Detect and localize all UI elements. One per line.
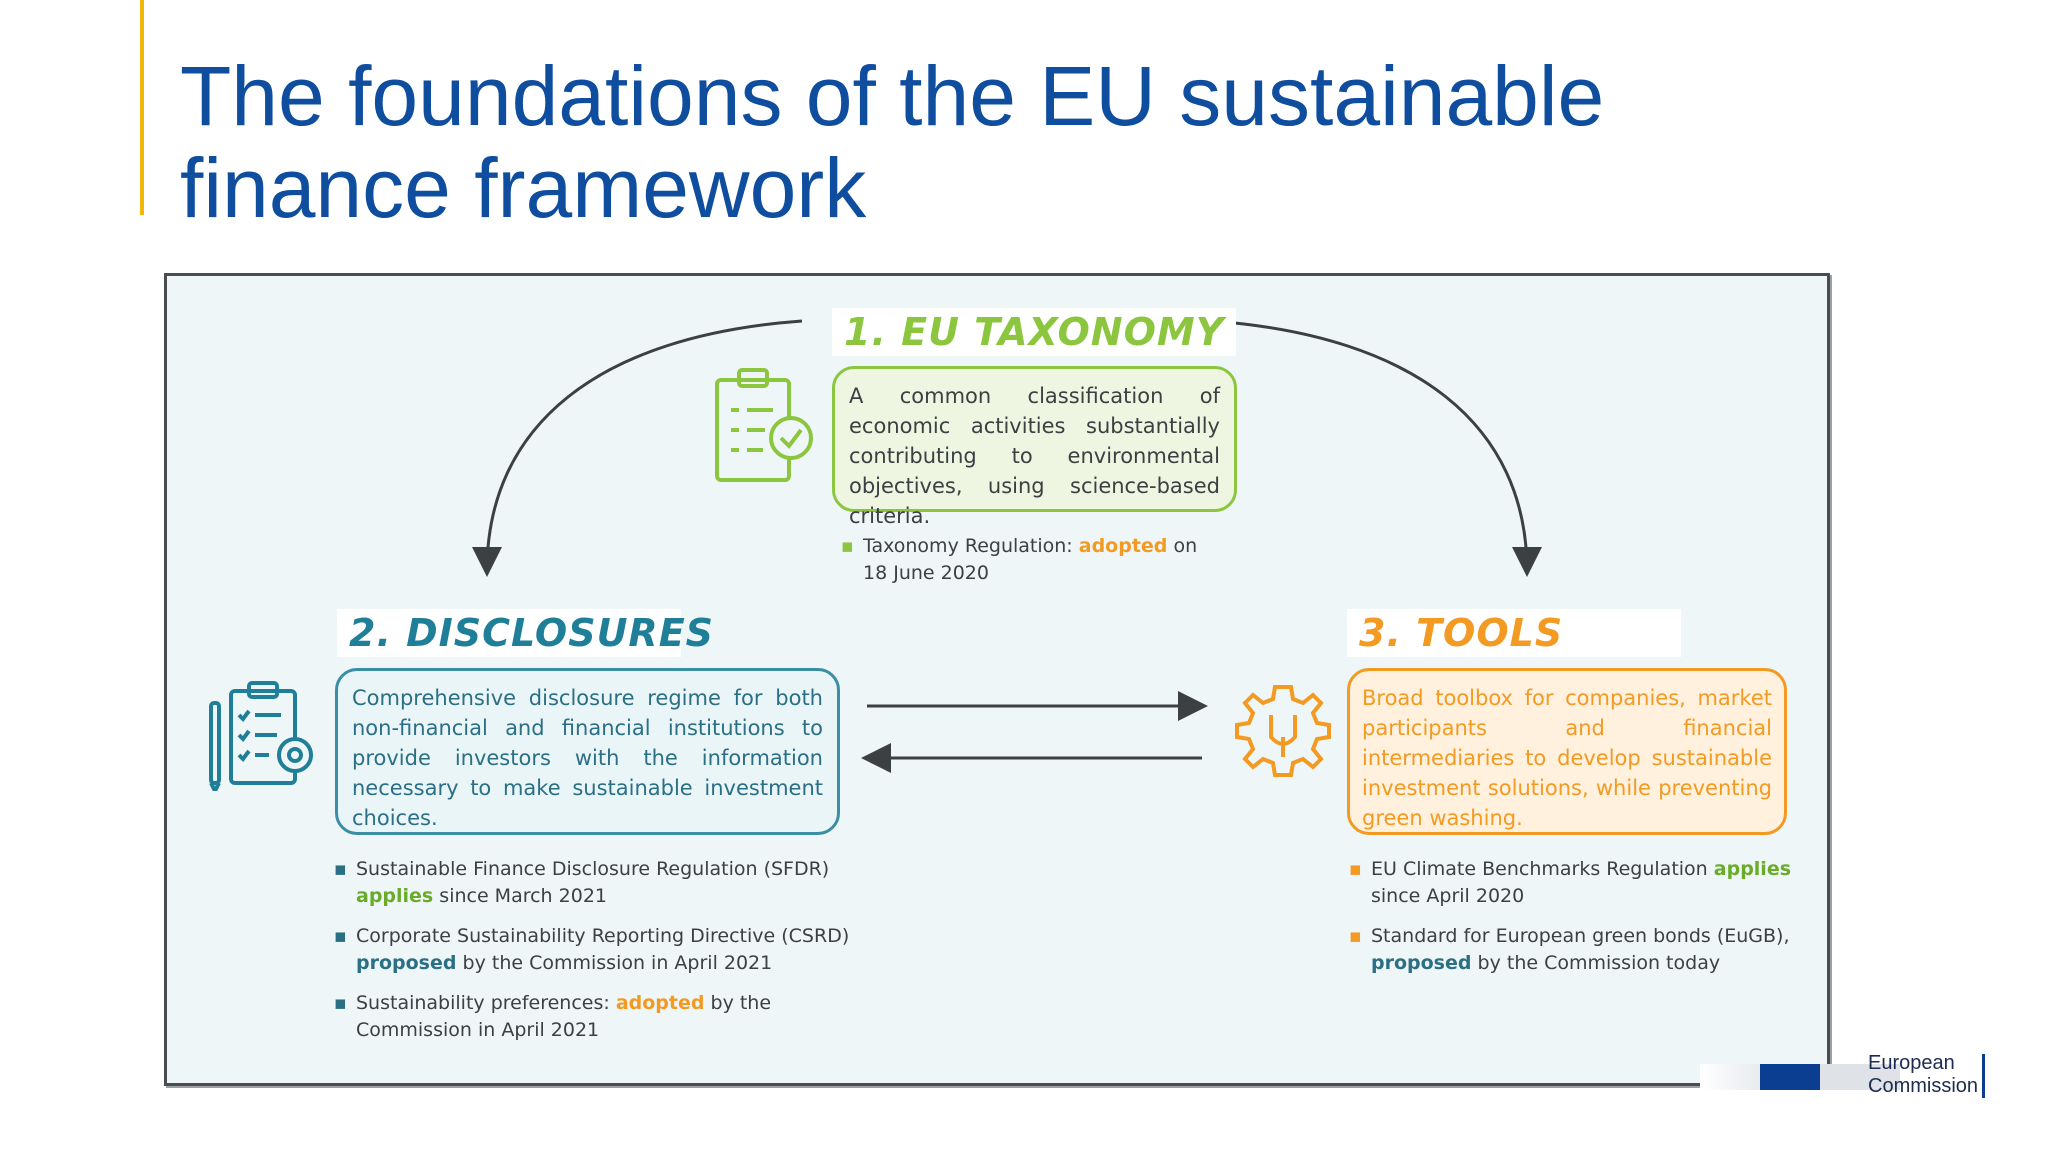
taxonomy-bullet-list: ▪ Taxonomy Regulation: adopted on 18 Jun…	[839, 533, 1199, 600]
taxonomy-heading: 1. EU TAXONOMY	[832, 308, 1237, 356]
diagram-arrows	[472, 319, 1542, 773]
disclosures-bullet-list: ▪ Sustainable Finance Disclosure Regulat…	[332, 856, 852, 1057]
disclosures-heading: 2. DISCLOSURES	[337, 609, 713, 657]
european-commission-logo: European Commission	[1700, 1052, 2000, 1100]
framework-diagram: 1. EU TAXONOMY 2. DISCLOSURES 3. TOOLS	[164, 273, 1830, 1086]
list-item: ▪ Sustainable Finance Disclosure Regulat…	[334, 858, 830, 907]
status-label: adopted	[615, 992, 705, 1014]
page-title: The foundations of the EU sustainable fi…	[180, 50, 1740, 234]
tools-bullet-list: ▪ EU Climate Benchmarks Regulation appli…	[1347, 856, 1807, 990]
clipboard-check-icon	[707, 366, 817, 495]
tools-description: Broad toolbox for companies, market part…	[1347, 668, 1787, 835]
arrow-taxonomy-to-tools	[1211, 319, 1542, 577]
list-item: ▪ Taxonomy Regulation: adopted on 18 Jun…	[841, 535, 1198, 584]
taxonomy-description: A common classification of economic acti…	[832, 366, 1237, 528]
wrench-gear-icon	[1225, 681, 1340, 800]
status-label: applies	[1713, 858, 1792, 880]
logo-divider	[1982, 1054, 1985, 1098]
list-item: ▪ Standard for European green bonds (EuG…	[1349, 925, 1790, 974]
title-line-1: The foundations of the EU sustainable	[180, 49, 1605, 143]
title-line-2: finance framework	[180, 141, 867, 235]
status-label: applies	[356, 885, 434, 907]
logo-text: European Commission	[1868, 1052, 1979, 1097]
arrow-taxonomy-to-disclosures	[472, 319, 803, 577]
list-item: ▪ Corporate Sustainability Reporting Dir…	[334, 925, 850, 974]
list-item: ▪ Sustainability preferences: adopted by…	[334, 992, 772, 1041]
tools-heading: 3. TOOLS	[1347, 609, 1681, 657]
status-label: proposed	[356, 952, 457, 974]
list-item: ▪ EU Climate Benchmarks Regulation appli…	[1349, 858, 1792, 907]
eu-flag-icon	[1700, 1064, 1900, 1090]
status-label: proposed	[1371, 952, 1472, 974]
accent-bar	[140, 0, 144, 215]
status-label: adopted	[1078, 535, 1168, 557]
checklist-gear-icon	[207, 681, 322, 796]
disclosures-description: Comprehensive disclosure regime for both…	[335, 668, 840, 835]
